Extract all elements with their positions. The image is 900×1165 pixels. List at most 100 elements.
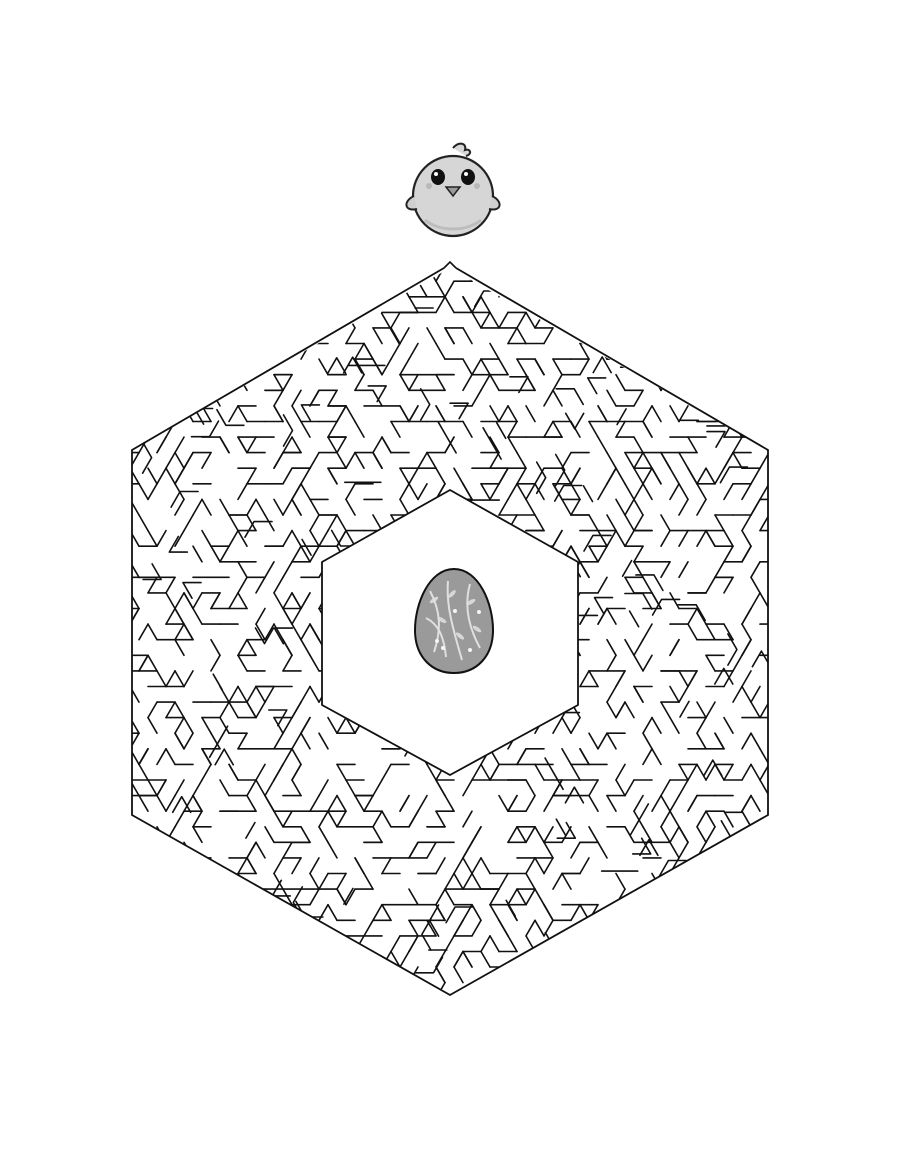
maze-wall-segment bbox=[112, 718, 121, 734]
maze-wall-segment bbox=[183, 373, 194, 392]
maze-wall-segment bbox=[435, 966, 446, 984]
maze-wall-segment bbox=[273, 950, 284, 968]
maze-wall-segment bbox=[759, 903, 768, 922]
maze-wall-segment bbox=[489, 529, 500, 548]
maze-wall-segment bbox=[453, 919, 464, 937]
maze-wall-segment bbox=[642, 280, 653, 298]
maze-wall-segment bbox=[741, 482, 752, 501]
maze-wall-segment bbox=[327, 810, 338, 828]
maze-wall-segment bbox=[354, 857, 365, 875]
maze-wall-segment bbox=[138, 825, 149, 844]
maze-wall-segment bbox=[193, 998, 202, 1014]
maze-wall-segment bbox=[750, 794, 761, 813]
maze-wall-segment bbox=[282, 607, 293, 625]
maze-wall-segment bbox=[174, 732, 185, 750]
maze-wall-segment bbox=[435, 373, 446, 392]
maze-wall-segment bbox=[192, 311, 203, 329]
maze-wall-segment bbox=[741, 872, 752, 890]
maze-wall-segment bbox=[615, 950, 626, 968]
maze-wall-segment bbox=[228, 701, 239, 719]
maze-wall-segment bbox=[318, 810, 329, 828]
maze-wall-segment bbox=[669, 311, 680, 329]
maze-wall-segment bbox=[669, 685, 680, 703]
maze-wall-segment bbox=[336, 810, 347, 828]
maze-wall-path bbox=[142, 563, 162, 581]
maze-wall-segment bbox=[408, 342, 419, 360]
maze-wall-segment bbox=[552, 966, 563, 984]
maze-wall-segment bbox=[192, 358, 203, 376]
maze-wall-segment bbox=[642, 654, 653, 672]
maze-wall-segment bbox=[678, 405, 689, 423]
maze-wall-segment bbox=[363, 342, 374, 360]
maze-wall-segment bbox=[525, 950, 536, 968]
maze-wall-segment bbox=[210, 280, 221, 298]
maze-wall-segment bbox=[282, 747, 293, 766]
maze-wall-segment bbox=[750, 685, 761, 703]
maze-wall-segment bbox=[103, 874, 112, 890]
maze-wall-segment bbox=[597, 529, 608, 548]
maze-wall-segment bbox=[489, 405, 500, 423]
maze-wall-segment bbox=[660, 529, 671, 548]
maze-wall-segment bbox=[489, 888, 500, 906]
maze-wall-segment bbox=[687, 436, 698, 454]
maze-wall-segment bbox=[588, 779, 599, 797]
maze-wall-segment bbox=[687, 919, 698, 937]
maze-wall-segment bbox=[174, 638, 185, 657]
maze-wall-segment bbox=[121, 577, 130, 593]
maze-wall-segment bbox=[750, 935, 761, 953]
maze-wall-segment bbox=[147, 935, 158, 953]
maze-wall-segment bbox=[769, 842, 778, 858]
maze-wall-path bbox=[194, 856, 205, 874]
maze-wall-segment bbox=[714, 732, 725, 750]
maze-wall-segment bbox=[570, 311, 581, 329]
maze-wall-segment bbox=[561, 872, 572, 890]
maze-wall-segment bbox=[381, 358, 392, 376]
maze-wall-segment bbox=[534, 825, 545, 844]
maze-wall-segment bbox=[210, 342, 221, 360]
maze-wall-segment bbox=[264, 903, 275, 922]
maze-wall-segment bbox=[390, 311, 401, 329]
maze-wall-segment bbox=[489, 342, 500, 360]
maze-wall-segment bbox=[741, 607, 752, 625]
maze-wall-segment bbox=[696, 810, 707, 828]
maze-wall-segment bbox=[363, 794, 374, 813]
maze-wall-segment bbox=[327, 716, 338, 735]
maze-wall-segment bbox=[696, 327, 707, 345]
maze-wall-segment bbox=[112, 562, 121, 578]
maze-wall-segment bbox=[138, 763, 149, 781]
maze-wall-segment bbox=[112, 889, 121, 905]
maze-wall-segment bbox=[552, 373, 563, 392]
maze-wall-segment bbox=[778, 499, 787, 515]
maze-wall-segment bbox=[543, 841, 554, 859]
maze-wall-path bbox=[657, 910, 678, 944]
maze-wall-path bbox=[737, 936, 749, 970]
maze-wall-segment bbox=[112, 375, 121, 391]
maze-wall-segment bbox=[588, 327, 599, 345]
maze-wall-segment bbox=[696, 280, 707, 298]
maze-wall-segment bbox=[112, 687, 121, 703]
maze-wall-segment bbox=[588, 919, 599, 937]
maze-wall-segment bbox=[309, 311, 320, 329]
maze-wall-segment bbox=[193, 250, 202, 266]
maze-wall-segment bbox=[201, 872, 212, 890]
maze-wall-segment bbox=[156, 467, 167, 485]
maze-wall-segment bbox=[696, 825, 707, 844]
maze-wall-segment bbox=[570, 280, 581, 298]
maze-wall-path bbox=[171, 795, 192, 814]
maze-wall-segment bbox=[462, 950, 473, 968]
maze-wall-segment bbox=[624, 268, 635, 283]
maze-wall-segment bbox=[561, 623, 572, 641]
maze-wall-segment bbox=[552, 654, 563, 672]
maze-wall-segment bbox=[345, 498, 356, 516]
maze-entrance[interactable] bbox=[443, 260, 457, 269]
maze-wall-segment bbox=[723, 670, 734, 688]
maze-wall-segment bbox=[769, 733, 778, 749]
maze-wall-segment bbox=[399, 358, 410, 376]
maze-wall-segment bbox=[112, 905, 121, 921]
maze-wall-segment bbox=[769, 515, 778, 531]
maze-wall-segment bbox=[480, 763, 491, 781]
maze-wall-segment bbox=[678, 950, 689, 968]
maze-wall-segment bbox=[156, 529, 167, 548]
maze-wall-segment bbox=[543, 794, 554, 813]
maze-wall-path bbox=[727, 633, 738, 666]
